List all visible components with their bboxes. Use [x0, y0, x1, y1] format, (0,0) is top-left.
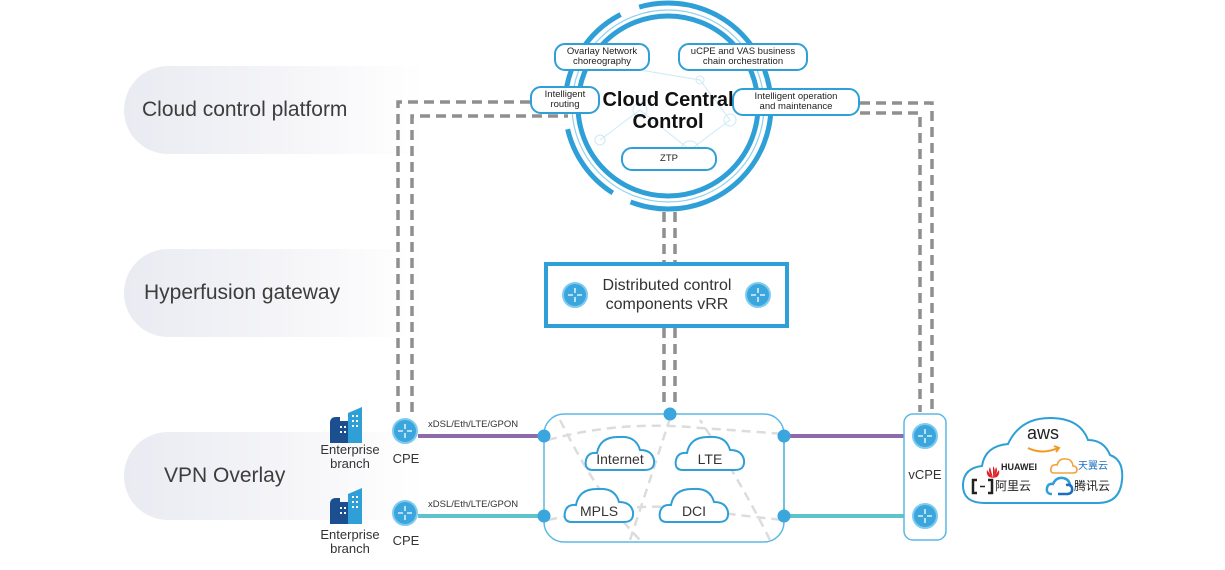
tag-line: Intelligent [544, 88, 586, 100]
aliyun-label: 阿里云 [995, 479, 1032, 493]
network-mpls: MPLS [579, 503, 619, 519]
tianyi-cloud-icon [1050, 458, 1078, 474]
public-cloud-shape [961, 416, 1124, 504]
cpe-router-icon[interactable] [392, 500, 418, 526]
huawei-label: HUAWEI [1001, 462, 1037, 472]
tag-line: choreography [572, 56, 632, 67]
branch-label: Enterprise branch [312, 443, 388, 470]
mpls-cloud-icon [563, 487, 635, 523]
title-line: Control [632, 111, 704, 133]
building-icon [330, 407, 362, 443]
tag-line: Intelligent operation [754, 90, 838, 102]
vrr-router-icon-right [745, 282, 771, 308]
tag-line: ZTP [660, 152, 678, 164]
tag-line: and maintenance [759, 101, 833, 112]
branch-line: branch [330, 455, 370, 471]
tag-line: routing [550, 99, 580, 110]
dashed-connector-center [662, 212, 677, 408]
vrr-router-icon-left [562, 282, 588, 308]
branch-line: Enterprise [320, 527, 380, 542]
tag-ztp: ZTP [621, 147, 717, 171]
network-dci: DCI [681, 503, 707, 519]
link-label: xDSL/Eth/LTE/GPON [428, 419, 519, 430]
tianyi-label: 天翼云 [1078, 461, 1108, 472]
layer-cloud-control-platform: Cloud control platform [124, 66, 424, 154]
dci-cloud-icon [658, 487, 730, 523]
gateway-line: components vRR [605, 296, 729, 313]
vcpe-router-icon[interactable] [912, 423, 938, 449]
branch-line: branch [330, 540, 370, 556]
gateway-line: Distributed control [602, 277, 732, 294]
dashed-connector-right [860, 101, 934, 412]
dashed-connector-left [396, 100, 568, 412]
network-lte: LTE [697, 451, 723, 467]
tag-line: chain orchestration [702, 56, 784, 67]
cpe-router-icon[interactable] [392, 418, 418, 444]
tencent-label: 腾讯云 [1074, 479, 1111, 493]
lte-cloud-icon [674, 435, 746, 471]
gateway-label: Distributed control components vRR [594, 276, 740, 314]
title-line: Cloud Central [602, 89, 734, 111]
tag-line: uCPE and VAS business [690, 45, 796, 57]
layer-label: Cloud control platform [142, 98, 348, 121]
link-label: xDSL/Eth/LTE/GPON [428, 499, 519, 510]
cpe-label: CPE [392, 451, 420, 466]
aliyun-logo-icon [971, 478, 994, 495]
tag-line: Ovarlay Network [566, 45, 638, 57]
cloud-central-title: Cloud Central Control [598, 89, 738, 133]
junction-dots [537, 407, 791, 523]
internet-cloud-icon [584, 435, 656, 471]
layer-hyperfusion-gateway: Hyperfusion gateway [124, 249, 424, 337]
network-internet: Internet [596, 451, 644, 467]
aws-smile-icon [1027, 445, 1061, 453]
layer-label: VPN Overlay [164, 464, 286, 487]
layer-label: Hyperfusion gateway [144, 281, 341, 304]
cpe-label: CPE [392, 533, 420, 548]
layer-vpn-overlay: VPN Overlay [124, 432, 424, 520]
vcpe-router-icon[interactable] [912, 503, 938, 529]
building-icon [330, 488, 362, 524]
branch-line: Enterprise [320, 442, 380, 457]
aws-logo: aws [1026, 423, 1059, 443]
tencent-cloud-icon [1045, 476, 1074, 496]
vcpe-label: vCPE [908, 467, 942, 482]
huawei-logo-icon [986, 466, 1000, 478]
branch-label: Enterprise branch [312, 528, 388, 555]
